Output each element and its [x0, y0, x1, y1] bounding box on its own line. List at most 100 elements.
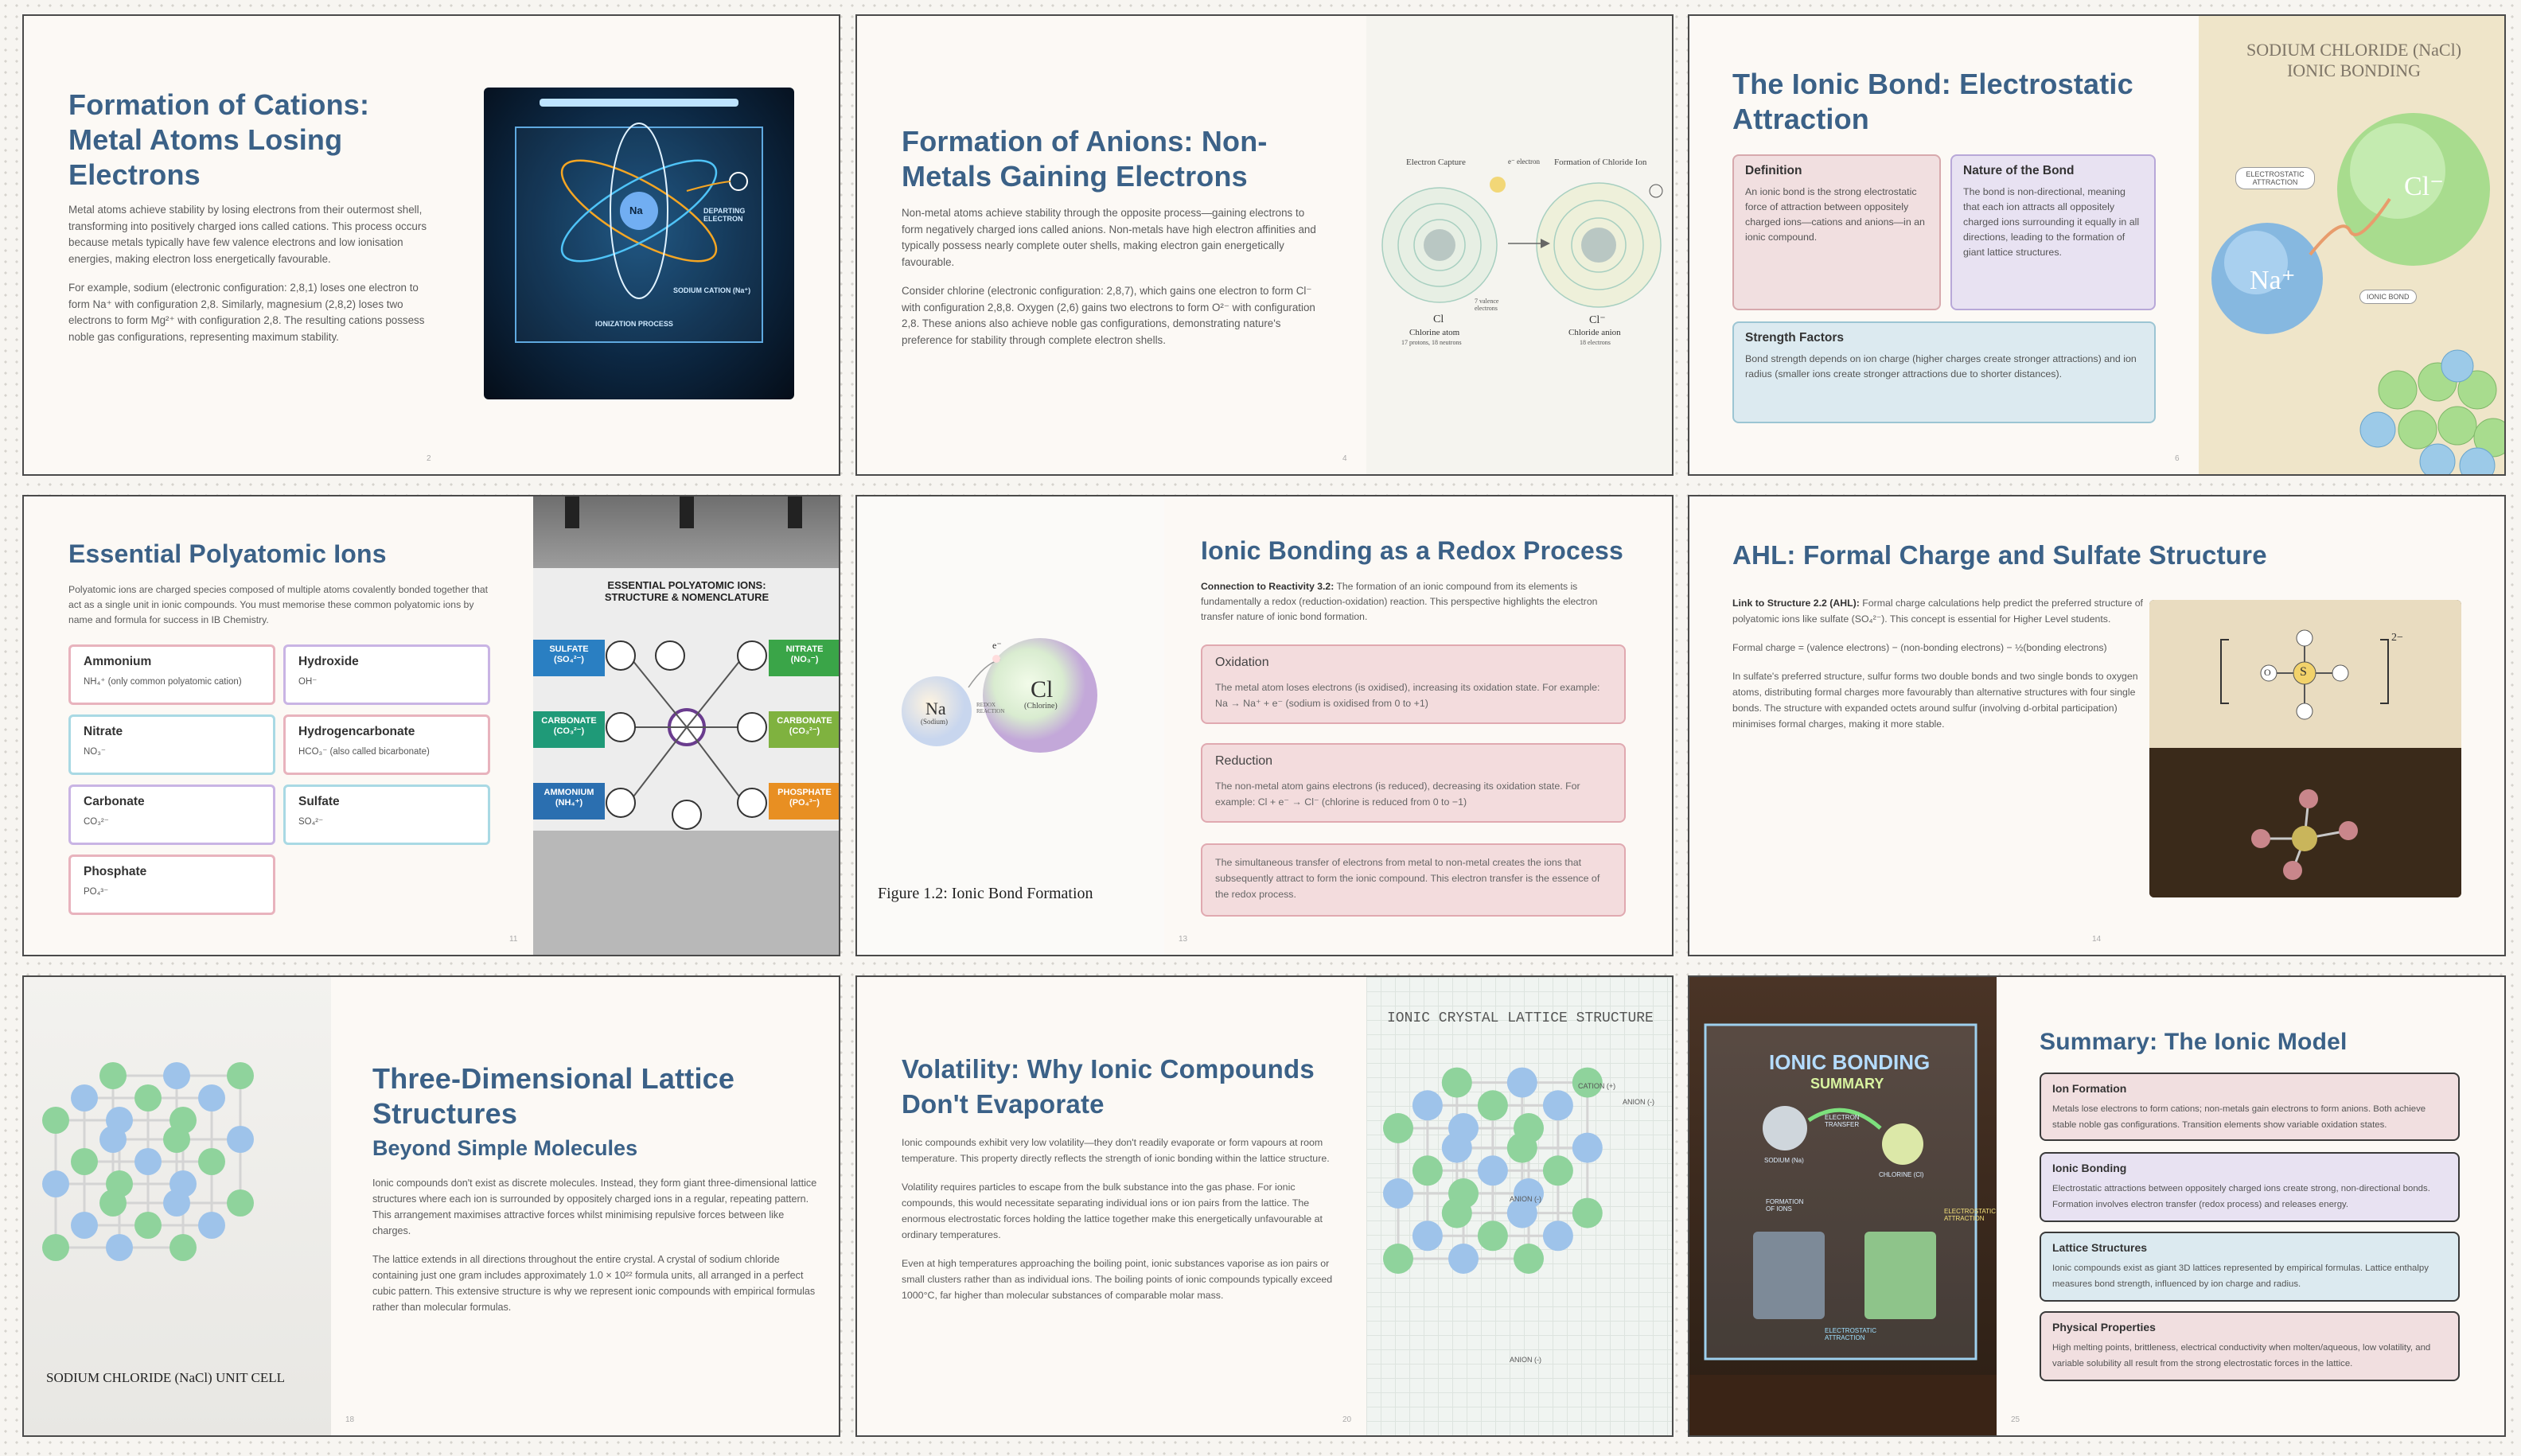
- lattice-ion: [134, 1084, 162, 1111]
- ion-card: Sulfate SO₄²⁻: [283, 784, 490, 845]
- poster-label: CARBONATE (CO₃²⁻): [541, 716, 597, 736]
- lattice-ion: [227, 1126, 254, 1153]
- slide-summary[interactable]: IONIC BONDING SUMMARY ELECTRON TRANSFER …: [1688, 975, 2506, 1437]
- ion-name: Sulfate: [298, 795, 340, 808]
- intro: Connection to Reactivity 3.2: The format…: [1201, 581, 1598, 622]
- atom-symbol: Cl: [1433, 313, 1444, 325]
- lattice-ion: [1506, 1067, 1537, 1098]
- lattice-ion: [1441, 1197, 1472, 1228]
- lattice-ion: [1506, 1197, 1537, 1228]
- card-heading: Strength Factors: [1745, 331, 1845, 345]
- poster-title: ESSENTIAL POLYATOMIC IONS: STRUCTURE & N…: [604, 579, 770, 603]
- poster-subtitle: SUMMARY: [1810, 1076, 1884, 1092]
- cl-label: Cl⁻: [2404, 172, 2445, 201]
- slide-subtitle: Beyond Simple Molecules: [372, 1136, 638, 1160]
- lattice-ion: [227, 1189, 254, 1217]
- card-heading: Physical Properties: [2052, 1321, 2156, 1333]
- poster-label: NITRATE (NO₃⁻): [785, 644, 824, 664]
- summary-card: Ionic Bonding Electrostatic attractions …: [2040, 1152, 2460, 1222]
- lattice-ion: [1542, 1220, 1573, 1252]
- ion-formula: OH⁻: [298, 677, 318, 687]
- ion-formula: HCO₃⁻ (also called bicarbonate): [298, 747, 430, 757]
- poster-label: PHOSPHATE (PO₄³⁻): [777, 788, 832, 808]
- departing-label: DEPARTING ELECTRON: [703, 207, 746, 223]
- card-heading: Reduction: [1215, 754, 1273, 768]
- anion-label: ANION (-): [1510, 1195, 1541, 1203]
- cation-label: SODIUM CATION (Na⁺): [673, 286, 751, 294]
- ion-card: Ammonium NH₄⁺ (only common polyatomic ca…: [68, 644, 275, 705]
- nature-card: Nature of the Bond The bond is non-direc…: [1950, 154, 2156, 310]
- slide-anions[interactable]: Formation of Anions: Non-Metals Gaining …: [855, 14, 1674, 476]
- lattice-ion: [71, 1148, 98, 1175]
- slide-ahl-formal-charge[interactable]: AHL: Formal Charge and Sulfate Structure…: [1688, 495, 2506, 956]
- lattice-ion: [163, 1062, 190, 1089]
- oxygen-symbol: O: [2264, 667, 2271, 678]
- image-title: SODIUM CHLORIDE (NaCl) IONIC BONDING: [2246, 40, 2462, 80]
- page-number: 13: [1179, 935, 1188, 944]
- lattice-ion: [163, 1126, 190, 1153]
- lattice-ion: [1441, 1067, 1472, 1098]
- card-heading: Ion Formation: [2052, 1082, 2127, 1095]
- ion-name: Hydrogencarbonate: [298, 725, 415, 738]
- na-name: (Sodium): [921, 718, 949, 726]
- lattice-ion: [99, 1062, 127, 1089]
- lattice-ion: [1477, 1090, 1508, 1121]
- na-symbol: Na: [925, 699, 946, 718]
- lattice-ion: [163, 1189, 190, 1217]
- sulfur-symbol: S: [2300, 665, 2307, 679]
- ion-formula: CO₃²⁻: [84, 817, 109, 827]
- lattice-ion: [169, 1234, 197, 1261]
- lattice-ion: [1441, 1132, 1472, 1163]
- slide-title: Summary: The Ionic Model: [2040, 1029, 2348, 1055]
- card-heading: Nature of the Bond: [1963, 164, 2075, 177]
- slide-ionic-bond[interactable]: The Ionic Bond: Electrostatic Attraction…: [1688, 14, 2506, 476]
- card-text: The metal atom loses electrons (is oxidi…: [1215, 682, 1600, 709]
- paragraph: Even at high temperatures approaching th…: [902, 1258, 1333, 1301]
- ion-formula: NH₄⁺ (only common polyatomic cation): [84, 677, 242, 687]
- lattice-ion: [1448, 1244, 1479, 1274]
- paragraph: Ionic compounds exhibit very low volatil…: [902, 1137, 1330, 1164]
- definition-card: Definition An ionic bond is the strong e…: [1732, 154, 1941, 310]
- lattice-ion: [198, 1212, 225, 1239]
- card-heading: Ionic Bonding: [2052, 1162, 2127, 1174]
- card-heading: Definition: [1745, 164, 1802, 177]
- slide-volatility[interactable]: Volatility: Why Ionic Compounds Don't Ev…: [855, 975, 1674, 1437]
- card-text: Electrostatic attractions between opposi…: [2052, 1184, 2430, 1209]
- paragraph: For example, sodium (electronic configur…: [68, 282, 425, 343]
- intro: Polyatomic ions are charged species comp…: [68, 584, 489, 625]
- cl-symbol: Cl: [1031, 676, 1054, 703]
- cl-name: (Chlorine): [1024, 702, 1058, 710]
- lattice-ion: [1542, 1090, 1573, 1121]
- poster-label: ELECTROSTATIC ATTRACTION: [1825, 1327, 1877, 1341]
- lattice-ion: [134, 1212, 162, 1239]
- slide-lattice[interactable]: SODIUM CHLORIDE (NaCl) UNIT CELL Three-D…: [22, 975, 840, 1437]
- ion-name: Chloride anion: [1568, 328, 1621, 337]
- ion-name: Hydroxide: [298, 655, 359, 668]
- slide-title: Three-Dimensional Lattice Structures: [372, 1062, 735, 1130]
- page-number: 14: [2092, 935, 2102, 944]
- ion-card: Hydrogencarbonate HCO₃⁻ (also called bic…: [283, 714, 490, 775]
- redox-label: REDOX REACTION: [976, 702, 1005, 714]
- page-number: 2: [427, 454, 431, 463]
- card-text: An ionic bond is the strong electrostati…: [1745, 186, 1925, 243]
- slide-cations[interactable]: Formation of Cations: Metal Atoms Losing…: [22, 14, 840, 476]
- card-text: Ionic compounds exist as giant 3D lattic…: [2052, 1263, 2429, 1289]
- lattice-ion: [198, 1084, 225, 1111]
- valence-label: 7 valence electrons: [1475, 298, 1499, 312]
- lattice-ion: [1572, 1132, 1603, 1163]
- unit-cell-image: SODIUM CHLORIDE (NaCl) UNIT CELL: [24, 977, 331, 1435]
- caption: Electron Capture: [1406, 158, 1466, 167]
- slide-redox[interactable]: Na (Sodium) Cl (Chlorine) REDOX REACTION…: [855, 495, 1674, 956]
- nucleus-label: Na: [629, 204, 643, 216]
- ion-formula: NO₃⁻: [84, 747, 107, 757]
- ion-name: Carbonate: [84, 795, 145, 808]
- process-label: IONIZATION PROCESS: [595, 320, 673, 328]
- lattice-ion: [1514, 1244, 1544, 1274]
- lattice-ion: [1383, 1244, 1413, 1274]
- slide-polyatomic-ions[interactable]: Essential Polyatomic Ions Polyatomic ion…: [22, 495, 840, 956]
- ion-formula: SO₄²⁻: [298, 817, 324, 827]
- paragraph: Non-metal atoms achieve stability throug…: [902, 207, 1316, 268]
- slide-title: Essential Polyatomic Ions: [68, 539, 387, 568]
- poster-title: IONIC BONDING: [1769, 1050, 1931, 1074]
- page-number: 18: [345, 1415, 355, 1424]
